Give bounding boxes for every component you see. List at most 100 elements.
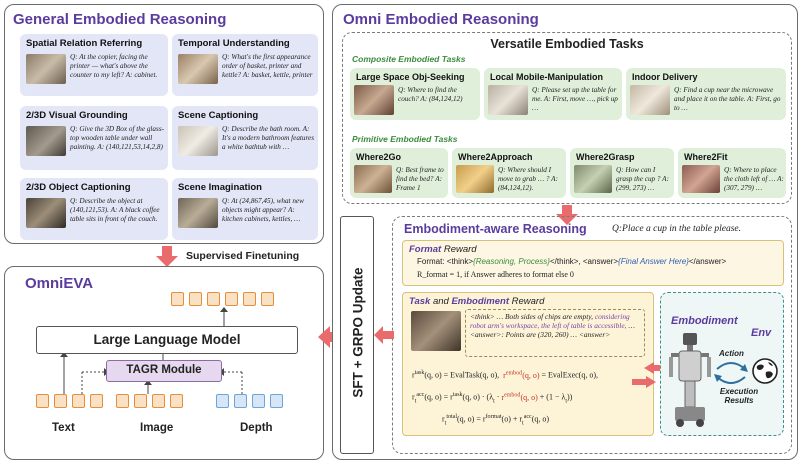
card-title: 2/3D Object Captioning (26, 182, 131, 193)
card-text: Q: Find a cup near the microwave and pla… (674, 86, 781, 112)
sft-grpo-bar: SFT + GRPO Update (340, 216, 374, 454)
card-title: Spatial Relation Referring (26, 38, 143, 49)
primitive-card-where2go: Where2Go Q: Best frame to find the bed? … (350, 148, 448, 198)
formula-total-reward: rttotal(q, o) = rformat(o) + rtacc(q, o) (442, 414, 550, 427)
supervised-label: Supervised Finetuning (186, 250, 300, 262)
embodiment-word: Embodiment (451, 296, 509, 307)
thumb-bedroom-image (354, 165, 392, 193)
thumb-table-scene-image (411, 311, 461, 351)
thumb-office-image (26, 54, 66, 84)
composite-card-indoor-delivery: Indoor Delivery Q: Find a cup near the m… (626, 68, 786, 120)
output-token (243, 292, 256, 306)
input-label-image: Image (140, 422, 174, 434)
depth-tokens (216, 394, 296, 412)
output-token (261, 292, 274, 306)
format-line: Format: <think>{Reasoning, Process}</thi… (417, 257, 726, 266)
task-reward-title: Task and Embodiment Reward (409, 296, 544, 307)
env-label: Env (751, 327, 772, 339)
thumb-shelf-image (456, 165, 494, 193)
card-text: Q: Describe the bath room. A: It's a mod… (222, 125, 315, 151)
card-title: 2/3D Visual Grounding (26, 110, 128, 121)
embodiment-env-box: Embodiment Env Action Execution Results (660, 292, 784, 436)
card-text: Q: Best frame to find the bed? A: Frame … (396, 166, 444, 192)
card-text: Q: Where should I move to grab … ? A: (8… (498, 166, 558, 192)
depth-token (216, 394, 229, 408)
formula-acc-reward: rtacc(q, o) = rtask(q, o) · (λt · rembod… (412, 392, 573, 405)
update-arrow-icon (318, 326, 344, 348)
image-token (116, 394, 129, 408)
general-panel-title: General Embodied Reasoning (13, 11, 227, 28)
think-embodiment: considering robot arm's workspace, the l… (470, 312, 630, 330)
reward-word: Reward (441, 244, 477, 255)
primitive-label: Primitive Embodied Tasks (352, 134, 458, 144)
text-tokens (36, 394, 116, 412)
robot-icon (669, 333, 711, 427)
left-arrow-icon (374, 326, 394, 344)
card-text: Q: How can I grasp the cup ? A: (299, 27… (616, 166, 669, 192)
llm-label: Large Language Model (93, 332, 241, 347)
card-text: Q: Where to place the cloth left of … A:… (724, 166, 784, 192)
think-suffix: … <answer>: Points are (320, 260) … <ans… (470, 321, 635, 339)
primitive-card-where2fit: Where2Fit Q: Where to place the cloth le… (678, 148, 786, 198)
text-token (36, 394, 49, 408)
image-token (134, 394, 147, 408)
card-title: Where2Go (356, 152, 402, 162)
depth-token (234, 394, 247, 408)
globe-icon (752, 358, 778, 384)
llm-box: Large Language Model (36, 326, 298, 354)
thumb-living-room-image (26, 126, 66, 156)
input-label-text: Text (52, 422, 75, 434)
think-prefix: <think> … Both sides of chips are empty, (470, 312, 595, 321)
thumb-coffee-table-image (26, 198, 66, 228)
card-title: Scene Imagination (178, 182, 262, 193)
think-box: <think> … Both sides of chips are empty,… (465, 309, 645, 357)
image-token (170, 394, 183, 408)
versatile-tasks-box (342, 32, 792, 204)
card-object-captioning: 2/3D Object Captioning Q: Describe the o… (20, 178, 168, 240)
thumb-bathroom-image (178, 126, 218, 156)
format-line-mid: </think>, <answer> (549, 257, 619, 266)
action-label: Action (719, 349, 744, 358)
embodiment-query: Q:Place a cup in the table please. (612, 224, 742, 234)
card-title: Scene Captioning (178, 110, 259, 121)
card-text: Q: Where to find the couch? A: (84,124,1… (398, 86, 463, 103)
image-token (152, 394, 165, 408)
card-text: Q: Give the 3D Box of the glass-top wood… (70, 125, 165, 151)
thumb-cup-image (574, 165, 612, 193)
supervised-arrow-icon (156, 246, 178, 267)
format-line-answer: {Final Answer Here} (618, 257, 689, 266)
card-title: Local Mobile-Manipulation (490, 72, 603, 82)
primitive-card-where2approach: Where2Approach Q: Where should I move to… (452, 148, 566, 198)
omni-panel-title: Omni Embodied Reasoning (343, 11, 539, 28)
output-token (225, 292, 238, 306)
embodiment-aware-title: Embodiment-aware Reasoning (404, 222, 587, 236)
image-tokens (116, 394, 196, 412)
composite-label: Composite Embodied Tasks (352, 54, 466, 64)
thumb-kitchen-empty-image (178, 198, 218, 228)
format-reward-title: Format Reward (409, 244, 477, 255)
text-token (54, 394, 67, 408)
card-text: Q: At (24,867,45), what new objects migh… (222, 197, 304, 223)
format-line-reasoning: {Reasoning, Process} (473, 257, 550, 266)
cycle-arrows-icon (714, 362, 748, 384)
and-word: and (430, 296, 452, 307)
down-arrow-icon (556, 205, 578, 225)
card-title: Where2Grasp (576, 152, 635, 162)
output-token (171, 292, 184, 306)
task-reward-box: Task and Embodiment Reward <think> … Bot… (402, 292, 654, 436)
sft-grpo-label: SFT + GRPO Update (350, 267, 366, 398)
embodiment-title: Embodiment (671, 315, 738, 327)
composite-card-mobile-manipulation: Local Mobile-Manipulation Q: Please set … (484, 68, 622, 120)
depth-token (252, 394, 265, 408)
format-formula: R_format = 1, if Answer adheres to forma… (417, 270, 574, 279)
format-line-prefix: Format: <think> (417, 257, 474, 266)
card-text: Q: What's the first appearance order of … (222, 53, 313, 79)
card-spatial-relation: Spatial Relation Referring Q: At the cop… (20, 34, 168, 96)
format-line-suffix: </answer> (688, 257, 727, 266)
format-reward-box: Format Reward Format: <think>{Reasoning,… (402, 240, 784, 286)
depth-token (270, 394, 283, 408)
card-scene-captioning: Scene Captioning Q: Describe the bath ro… (172, 106, 318, 170)
tagr-module-box: TAGR Module (106, 360, 222, 382)
thumb-kitchen-delivery-image (630, 85, 670, 115)
formula-task-reward: rtask(q, o) = EvalTask(q, o), rembod(q, … (412, 370, 599, 380)
